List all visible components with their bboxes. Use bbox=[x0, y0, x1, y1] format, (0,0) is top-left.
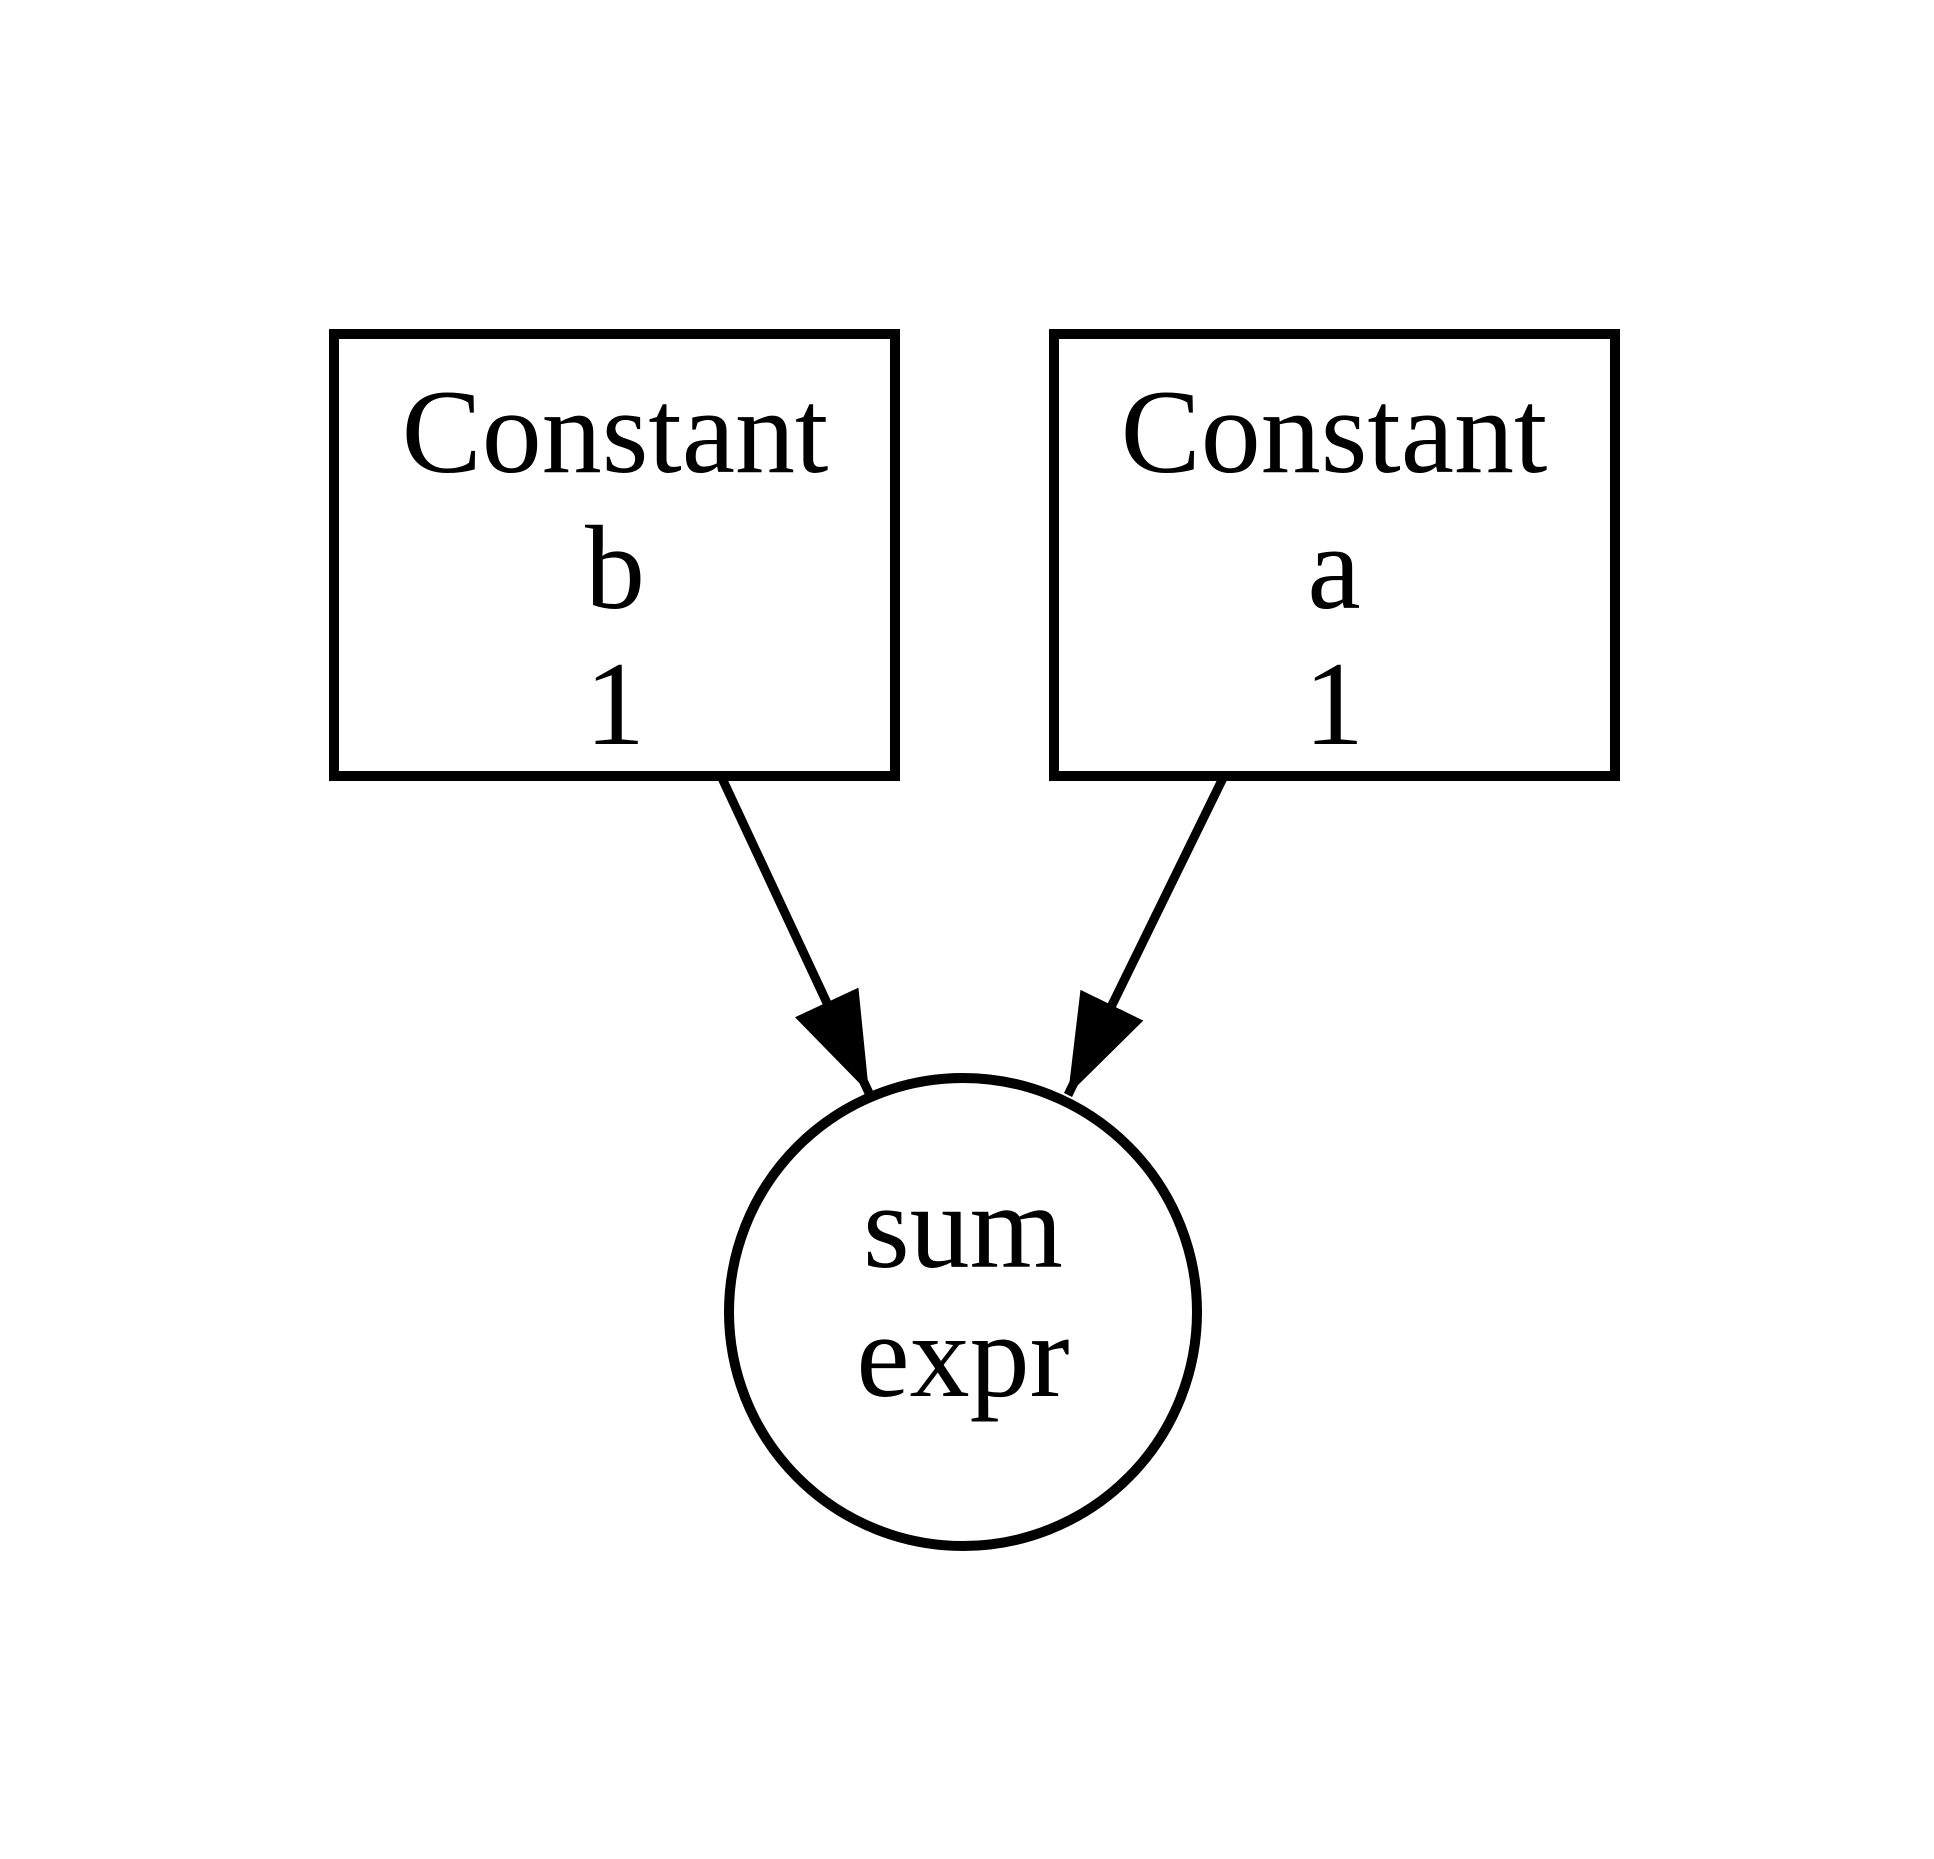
node-sum-expr-line-2: expr bbox=[856, 1289, 1069, 1422]
node-constant-b-line-3: 1 bbox=[585, 637, 645, 770]
node-constant-b-line-2: b bbox=[585, 501, 645, 634]
edge-constant-a-to-sum bbox=[1063, 774, 1229, 1097]
edge-constant-b-to-sum bbox=[716, 774, 874, 1095]
node-sum-expr: sum expr bbox=[724, 1073, 1202, 1551]
node-constant-a-line-3: 1 bbox=[1304, 637, 1364, 770]
node-constant-a: Constant a 1 bbox=[1049, 329, 1620, 781]
node-constant-b-line-1: Constant bbox=[402, 365, 829, 498]
node-sum-expr-line-1: sum bbox=[863, 1160, 1063, 1293]
node-constant-a-line-2: a bbox=[1307, 501, 1360, 634]
node-constant-b-box bbox=[329, 329, 900, 781]
node-constant-a-line-1: Constant bbox=[1121, 365, 1548, 498]
node-constant-b: Constant b 1 bbox=[329, 329, 900, 781]
node-constant-a-box bbox=[1049, 329, 1620, 781]
node-sum-expr-circle bbox=[724, 1073, 1202, 1551]
